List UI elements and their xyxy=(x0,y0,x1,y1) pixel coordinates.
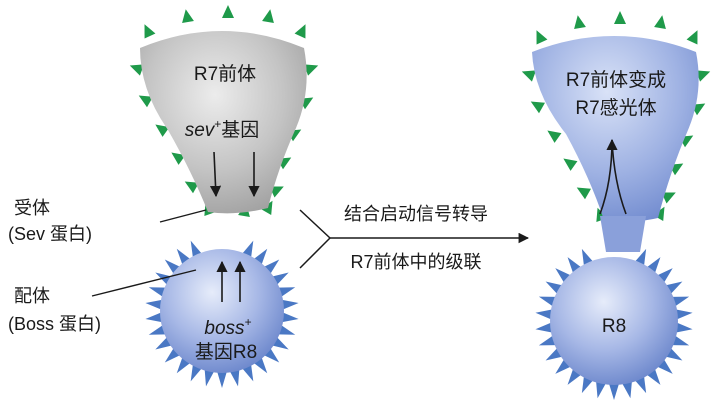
receptor-spike xyxy=(576,187,591,200)
receptor-spike xyxy=(686,30,698,45)
membrane-spike xyxy=(674,309,693,320)
left-r7-arrows xyxy=(209,151,260,198)
right-connection xyxy=(600,216,646,252)
left-r8-arrows xyxy=(216,260,246,302)
right-r7-title-line1: R7前体变成 xyxy=(566,69,666,91)
left-r8-cell xyxy=(145,240,299,388)
sev-gene-sup: + xyxy=(214,117,221,131)
receptor-spike xyxy=(614,11,626,24)
membrane-spike xyxy=(145,299,164,310)
receptor-spike xyxy=(654,15,666,30)
right-r7-body xyxy=(532,36,699,222)
receptor-spike xyxy=(521,70,537,82)
membrane-spike xyxy=(229,368,240,387)
left-r7-cell xyxy=(129,5,319,218)
sev-gene-suffix: 基因 xyxy=(221,119,259,141)
ligand-protein-label: (Boss 蛋白) xyxy=(8,314,101,334)
receptor-spike xyxy=(184,181,199,194)
receptor-spike xyxy=(536,30,548,45)
receptor-spike xyxy=(294,24,306,39)
membrane-spike xyxy=(621,380,632,399)
right-r8-cell xyxy=(535,248,693,400)
receptor-spike xyxy=(182,9,194,24)
receptor-spike xyxy=(563,158,578,171)
left-r7-title: R7前体 xyxy=(194,63,256,85)
receptor-spike xyxy=(547,130,562,143)
membrane-spike xyxy=(216,370,228,388)
receptor-spike xyxy=(222,5,234,18)
membrane-spike xyxy=(535,322,554,333)
right-r7-arrow xyxy=(599,138,627,215)
right-r8-title: R8 xyxy=(602,316,626,337)
receptor-protein-label: (Sev 蛋白) xyxy=(8,224,92,244)
boss-gene-sup: + xyxy=(245,315,252,329)
boss-gene-name: boss xyxy=(204,318,245,339)
receptor-spike xyxy=(171,152,186,165)
arrow-label-top: 结合启动信号转导 xyxy=(344,204,488,224)
receptor-label: 受体 xyxy=(14,198,50,218)
receptor-spike xyxy=(661,192,676,204)
receptor-spike xyxy=(530,101,545,114)
receptor-pointer xyxy=(159,209,207,223)
ligand-pointer xyxy=(91,269,197,297)
receptor-spike xyxy=(129,64,145,76)
membrane-spike xyxy=(608,382,620,400)
membrane-spike xyxy=(204,368,215,387)
left-r7-gene: sev+基因 xyxy=(185,117,260,141)
membrane-spike xyxy=(145,312,164,323)
receptor-spike xyxy=(155,124,170,137)
right-r7-cell xyxy=(521,11,711,252)
receptor-spike xyxy=(144,24,156,39)
receptor-spike xyxy=(303,64,319,76)
right-r8-body xyxy=(550,257,678,385)
receptor-spike xyxy=(138,95,153,108)
left-r8-gene: boss+ xyxy=(204,315,251,339)
receptor-spike xyxy=(695,70,711,82)
membrane-spike xyxy=(280,299,299,310)
left-r8-gene-line2: 基因R8 xyxy=(195,341,257,363)
left-r7-body xyxy=(140,31,307,214)
signal-arrow xyxy=(299,209,530,269)
arrow-label-bottom: R7前体中的级联 xyxy=(350,252,481,272)
membrane-spike xyxy=(596,380,607,399)
receptor-spike xyxy=(574,15,586,30)
ligand-label: 配体 xyxy=(14,286,50,306)
membrane-spike xyxy=(674,322,693,333)
left-r8-body xyxy=(160,249,284,373)
receptor-spike xyxy=(262,9,274,24)
membrane-spike xyxy=(280,312,299,323)
sev-gene-name: sev xyxy=(185,120,216,141)
membrane-spike xyxy=(535,309,554,320)
right-r7-title-line2: R7感光体 xyxy=(575,97,656,119)
